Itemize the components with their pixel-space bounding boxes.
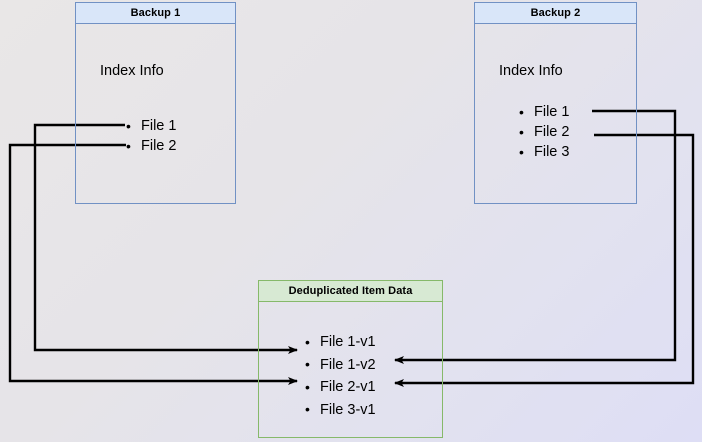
list-item: File 3-v1 [305, 398, 376, 422]
backup-1-file-list: File 1 File 2 [126, 116, 176, 156]
list-item: File 1-v2 [305, 353, 376, 377]
node-backup-2-body: Index Info File 1 File 2 File 3 [475, 24, 636, 203]
list-item: File 3 [519, 142, 569, 162]
list-item: File 1 [519, 102, 569, 122]
node-backup-2[interactable]: Backup 2 Index Info File 1 File 2 File 3 [474, 2, 637, 204]
node-backup-2-header: Backup 2 [475, 3, 636, 24]
node-deduplicated-item-data-body: File 1-v1 File 1-v2 File 2-v1 File 3-v1 [259, 302, 442, 436]
node-deduplicated-item-data-header: Deduplicated Item Data [259, 281, 442, 302]
list-item: File 1-v1 [305, 331, 376, 354]
node-backup-1[interactable]: Backup 1 Index Info File 1 File 2 [75, 2, 236, 204]
dedup-file-list: File 1-v1 File 1-v2 File 2-v1 File 3-v1 [305, 331, 376, 421]
backup-2-index-info-label: Index Info [499, 63, 563, 79]
node-backup-1-body: Index Info File 1 File 2 [76, 24, 235, 203]
backup-1-index-info-label: Index Info [100, 63, 164, 79]
node-deduplicated-item-data[interactable]: Deduplicated Item Data File 1-v1 File 1-… [258, 280, 443, 438]
list-item: File 2-v1 [305, 376, 376, 399]
backup-2-file-list: File 1 File 2 File 3 [519, 102, 569, 162]
list-item: File 1 [126, 116, 176, 136]
list-item: File 2 [126, 136, 176, 156]
list-item: File 2 [519, 122, 569, 142]
node-backup-1-header: Backup 1 [76, 3, 235, 24]
